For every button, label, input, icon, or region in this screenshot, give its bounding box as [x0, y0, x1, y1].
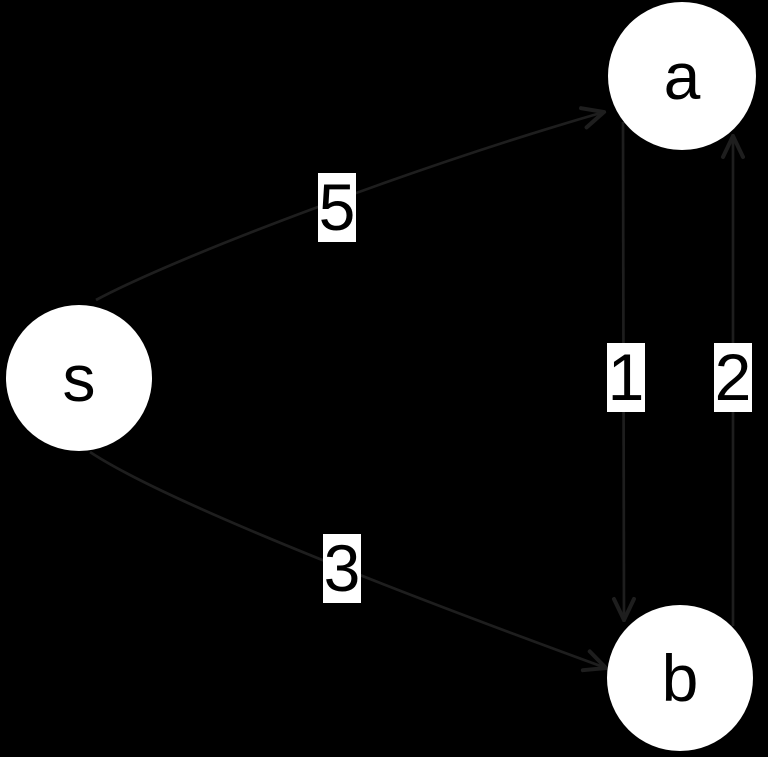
edge-weight-a-b: 1: [607, 340, 645, 414]
edge-s-b: [89, 450, 606, 668]
edge-weight-b-a: 2: [714, 340, 752, 414]
node-b-label: b: [661, 641, 699, 715]
edge-weight-s-b: 3: [323, 531, 361, 605]
node-a-label: a: [663, 39, 701, 113]
edge-weight-s-a: 5: [318, 170, 356, 244]
node-s: [6, 305, 152, 451]
node-s-label: s: [62, 341, 96, 415]
node-a: [608, 2, 756, 150]
edge-s-a: [95, 112, 604, 302]
node-b: [607, 605, 753, 751]
